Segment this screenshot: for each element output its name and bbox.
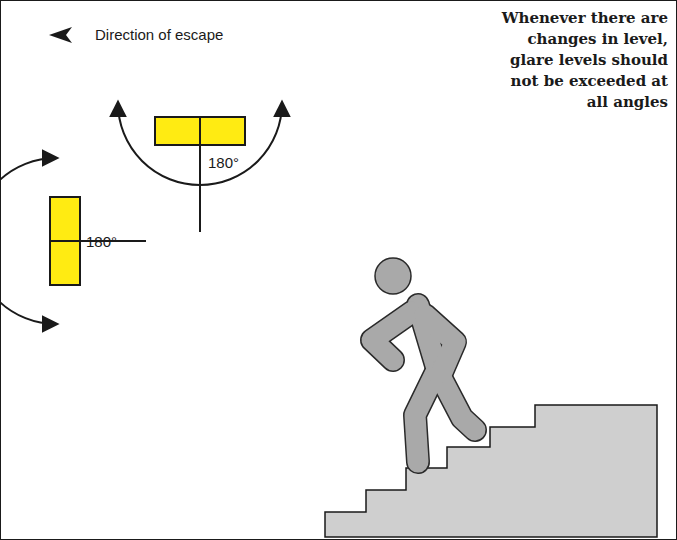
- luminaire: [155, 117, 245, 145]
- stairs: [325, 405, 657, 537]
- angle-label: 180°: [208, 154, 239, 171]
- legend-text: Direction of escape: [95, 26, 223, 43]
- angle-arc: [0, 158, 56, 324]
- luminaire: [50, 197, 80, 285]
- angle-label: 180°: [86, 233, 117, 250]
- note-text: Whenever there are changes in level, gla…: [492, 8, 668, 113]
- escape-arrow: [49, 27, 72, 43]
- axis-line: [199, 117, 201, 232]
- person: [372, 258, 475, 462]
- angle-arc: [118, 103, 282, 185]
